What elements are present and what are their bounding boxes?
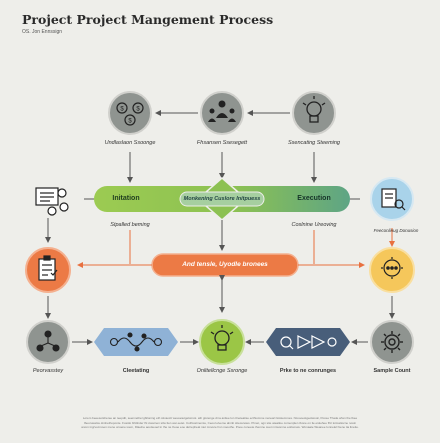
top-center-label: Fhsansen Ssesegett <box>196 140 248 146</box>
top-left-node: $ $ $ <box>108 91 152 135</box>
blue-hex-node <box>94 328 178 356</box>
right-bar-caption: Coslnine Ureoving <box>291 222 337 228</box>
svg-text:$: $ <box>120 107 124 113</box>
footer-text: Lorem beeesotsheree an teepdit, seenneth… <box>81 416 359 429</box>
bottom-label-2: Cleetating <box>122 368 150 374</box>
execution-label: Execution <box>297 195 331 202</box>
gear-icon <box>381 331 403 353</box>
monitoring-label: Monkening Cuslore Initpuess <box>183 196 261 202</box>
initiation-label: Initation <box>112 195 140 202</box>
top-right-node <box>292 91 336 135</box>
left-bar-caption: Stpalled beming <box>110 222 150 228</box>
dark-hex-node <box>266 328 350 356</box>
page-title: Project Project Mangement Process <box>22 12 274 27</box>
bottom-left-node <box>26 320 70 364</box>
bottom-right-node <box>370 320 414 364</box>
bottom-center-node <box>199 319 245 365</box>
right-icon-caption: Feeconlinug Donusion <box>373 228 419 233</box>
top-center-node <box>200 91 244 135</box>
page-subtitle: OS. Jon Ennssign <box>22 29 63 35</box>
svg-text:$: $ <box>136 107 140 113</box>
document-icon <box>35 187 69 216</box>
left-orange-node <box>25 247 71 293</box>
checklist-icon <box>38 255 58 281</box>
money-icon: $ $ $ <box>116 102 144 126</box>
right-yellow-node <box>369 247 415 293</box>
top-right-label: Ssencating Steeming <box>288 140 340 146</box>
chat-gear-icon <box>381 257 403 279</box>
bottom-label-5: Sample Count <box>373 368 411 374</box>
orange-bar-label: And tensle, Uyodle bronees <box>182 261 268 268</box>
network-icon <box>36 330 60 352</box>
workflow-icon <box>109 332 163 352</box>
top-left-label: Undlaslaon Ssoonge <box>104 140 156 146</box>
idea-bulb-icon <box>210 325 234 351</box>
main-process-bar <box>94 177 350 221</box>
team-icon <box>208 100 236 122</box>
bottom-label-1: Peorvasstey <box>32 368 64 374</box>
svg-text:$: $ <box>128 119 132 125</box>
lightbulb-icon <box>302 96 326 123</box>
bottom-label-3: Onlitellcnge Ssronge <box>196 368 248 374</box>
right-blue-node <box>370 177 414 221</box>
search-compare-icon <box>280 335 337 350</box>
bottom-label-4: Prke to ne conrunges <box>279 368 337 374</box>
clipboard-search-icon <box>381 188 406 211</box>
